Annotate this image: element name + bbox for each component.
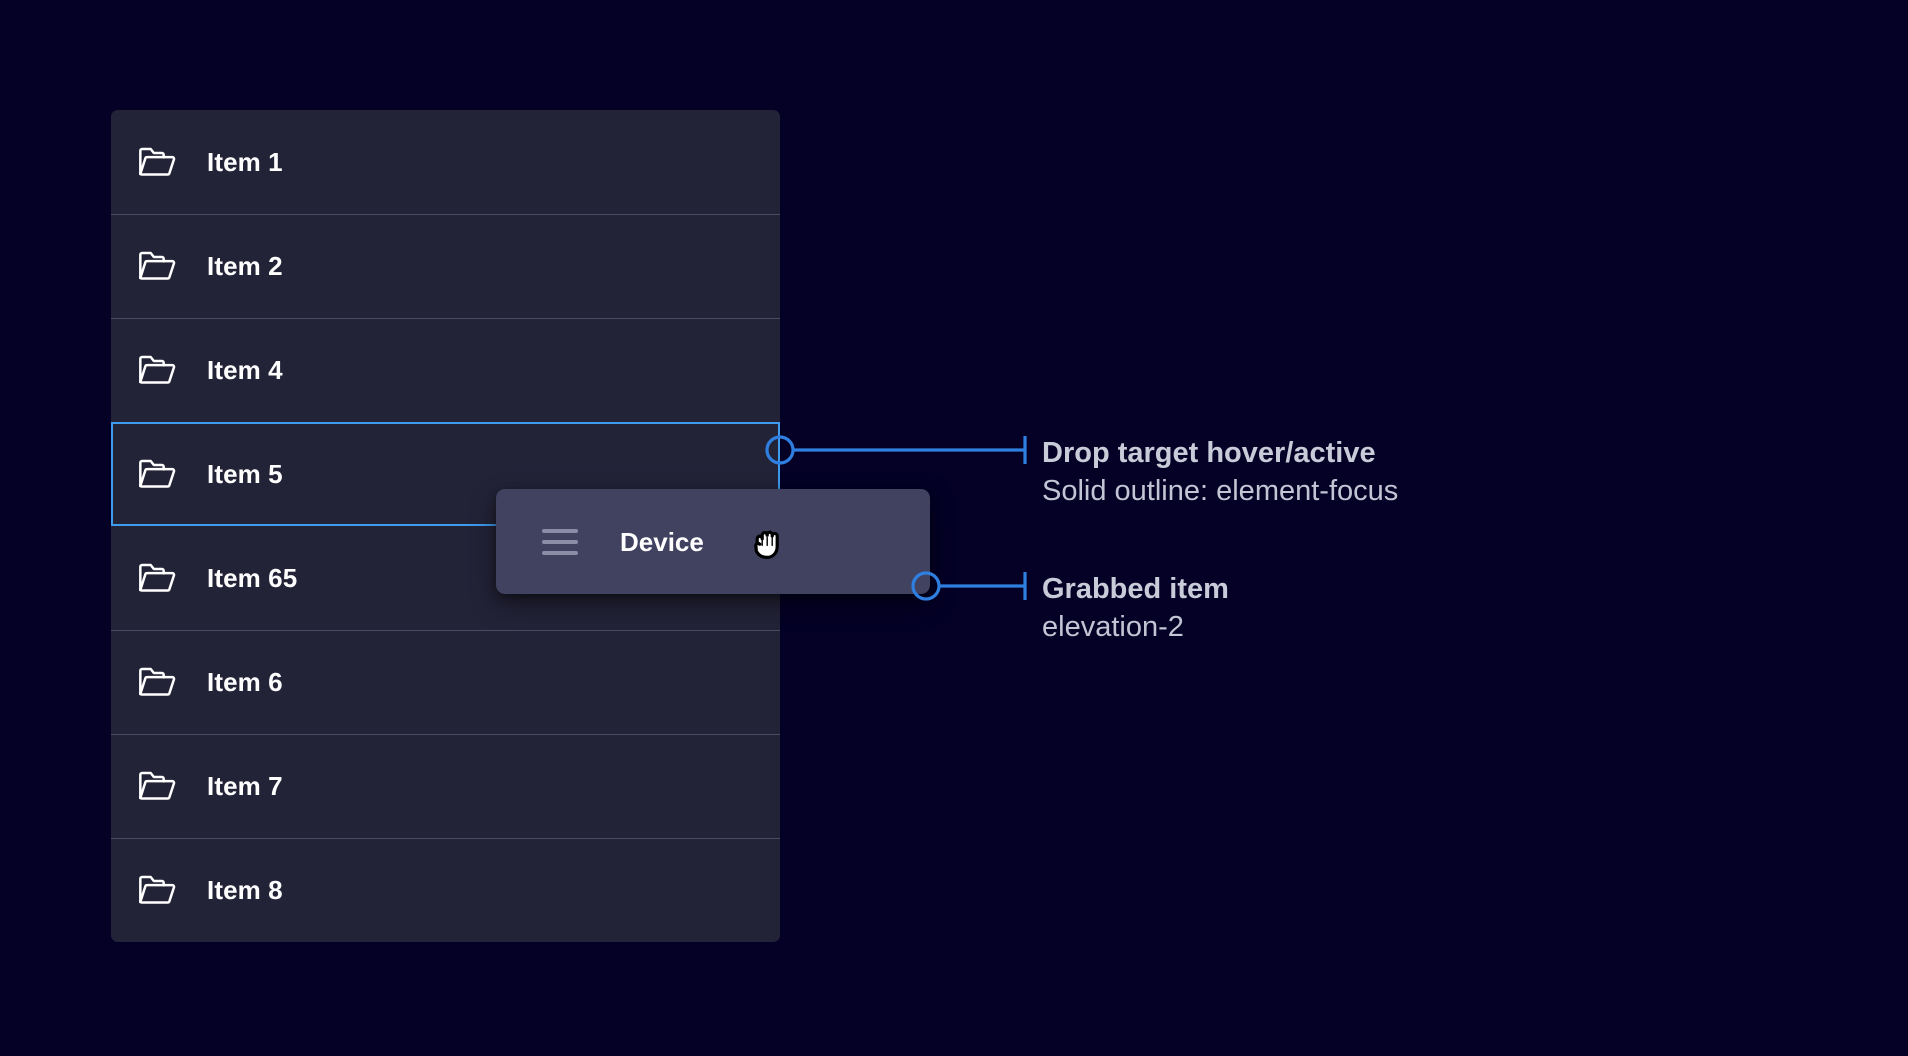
drag-handle-icon[interactable]	[542, 528, 578, 555]
callout-title: Grabbed item	[1042, 573, 1229, 605]
drag-handle-bar	[542, 528, 578, 533]
drag-handle-bar	[542, 539, 578, 544]
list-item[interactable]: Item 6	[111, 630, 780, 734]
callout-text-grabbed-item: Grabbed item elevation-2	[1042, 570, 1229, 647]
folder-open-icon	[135, 244, 179, 288]
callout-leader-drop-target	[760, 430, 1050, 470]
callout-title: Drop target hover/active	[1042, 437, 1376, 469]
list-item[interactable]: Item 8	[111, 838, 780, 942]
list-item-label: Item 8	[207, 875, 283, 905]
list-item[interactable]: Item 7	[111, 734, 780, 838]
folder-open-icon	[135, 868, 179, 912]
list-item-label: Item 4	[207, 355, 283, 385]
callout-anchor-circle	[765, 435, 795, 465]
folder-open-icon	[135, 452, 179, 496]
folder-open-icon	[135, 660, 179, 704]
grabbed-item-card[interactable]: Device	[496, 489, 930, 594]
folder-open-icon	[135, 140, 179, 184]
list-item[interactable]: Item 2	[111, 214, 780, 318]
folder-open-icon	[135, 556, 179, 600]
grabbed-item-label: Device	[620, 526, 704, 557]
list-item-label: Item 5	[207, 459, 283, 489]
callout-anchor-circle	[911, 571, 941, 601]
folder-open-icon	[135, 764, 179, 808]
folder-open-icon	[135, 348, 179, 392]
list-item-label: Item 1	[207, 147, 283, 177]
callout-leader-grabbed-item	[906, 566, 1056, 606]
list-item-label: Item 2	[207, 251, 283, 281]
list-item-label: Item 6	[207, 667, 283, 697]
callout-subtitle: elevation-2	[1042, 611, 1184, 644]
list-item[interactable]: Item 1	[111, 110, 780, 214]
list-item-label: Item 65	[207, 563, 298, 593]
list-item[interactable]: Item 4	[111, 318, 780, 422]
drag-handle-bar	[542, 550, 578, 555]
list-item-label: Item 7	[207, 771, 283, 801]
callout-subtitle: Solid outline: element-focus	[1042, 475, 1399, 508]
callout-text-drop-target: Drop target hover/active Solid outline: …	[1042, 434, 1398, 511]
